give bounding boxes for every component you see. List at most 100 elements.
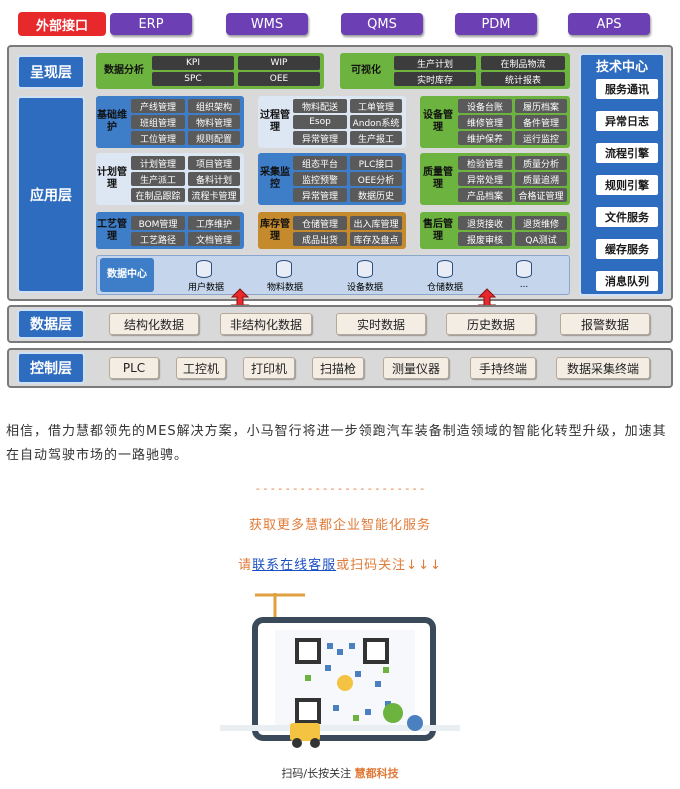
db-more-label: ... <box>519 280 529 290</box>
divider: - - - - - - - - - - - - - - - - - - - - … <box>255 482 425 495</box>
control-ipc: 工控机 <box>176 357 226 379</box>
chip-repair-mgmt: 维修管理 <box>458 115 512 129</box>
data-history: 历史数据 <box>446 313 536 335</box>
presentation-layer-label: 呈现层 <box>17 55 85 89</box>
chip-spare-parts: 备件管理 <box>515 115 567 129</box>
chip-plc-interface: PLC接口 <box>350 156 402 170</box>
chip-org: 组织架构 <box>188 99 240 113</box>
chip-flow-card: 流程卡管理 <box>188 188 240 202</box>
chip-return-repair: 退货维修 <box>515 216 567 230</box>
quality-mgmt-title: 质量管理 <box>423 167 453 190</box>
collect-monitor-title: 采集监控 <box>260 167 290 190</box>
qr-caption: 扫码/长按关注 慧都科技 <box>0 765 680 781</box>
chip-process-maint: 工序维护 <box>188 216 240 230</box>
data-center-title-box <box>100 258 154 292</box>
external-system-wms: WMS <box>226 13 308 35</box>
chip-scrap-review: 报废审核 <box>458 232 512 246</box>
database-icon <box>196 260 212 278</box>
chip-kpi: KPI <box>152 56 234 70</box>
tech-cache-service: 缓存服务 <box>596 239 658 259</box>
database-icon <box>276 260 292 278</box>
tech-center-title: 技术中心 <box>595 60 648 75</box>
chip-esop: Esop <box>293 115 347 129</box>
cta-prefix: 请 <box>238 558 253 573</box>
data-alarm: 报警数据 <box>560 313 650 335</box>
tech-service-comm: 服务通讯 <box>596 79 658 99</box>
chip-production-report: 生产报工 <box>350 131 402 145</box>
cta-line: 请联系在线客服或扫码关注↓↓↓ <box>0 554 680 573</box>
chip-statistics-report: 统计报表 <box>481 72 565 86</box>
brand-name: 慧都科技 <box>354 767 399 780</box>
visual-title: 可视化 <box>351 65 381 76</box>
cta-text: 获取更多慧都企业智能化服务 <box>248 518 431 533</box>
chip-inspection: 检验管理 <box>458 156 512 170</box>
chip-return-receive: 退货接收 <box>458 216 512 230</box>
database-icon <box>437 260 453 278</box>
application-layer-label: 应用层 <box>17 96 85 293</box>
chip-line-mgmt: 产线管理 <box>131 99 185 113</box>
chip-product-file: 产品档案 <box>458 188 512 202</box>
chip-scada-platform: 组态平台 <box>293 156 347 170</box>
chip-oee: OEE <box>238 72 320 86</box>
control-measure: 测量仪器 <box>383 357 449 379</box>
chip-quality-analysis: 质量分析 <box>515 156 567 170</box>
chip-material-mgmt: 物料管理 <box>188 115 240 129</box>
db-user-label: 用户数据 <box>187 283 224 293</box>
data-structured: 结构化数据 <box>109 313 199 335</box>
chip-dispatch: 生产派工 <box>131 172 185 186</box>
chip-material-plan: 备料计划 <box>188 172 240 186</box>
equipment-mgmt-title: 设备管理 <box>423 110 453 133</box>
db-warehouse-label: 仓储数据 <box>426 283 463 293</box>
external-system-aps: APS <box>568 13 650 35</box>
chip-data-history: 数据历史 <box>350 188 402 202</box>
contact-service-link[interactable]: 联系在线客服 <box>252 558 337 573</box>
craft-mgmt-title: 工艺管理 <box>97 218 127 242</box>
inventory-mgmt-title: 库存管理 <box>260 218 290 242</box>
data-layer-label: 数据层 <box>17 309 85 339</box>
chip-exception-mgmt-2: 异常管理 <box>293 188 347 202</box>
chip-maintenance: 维护保养 <box>458 131 512 145</box>
chip-doc-mgmt: 文档管理 <box>188 232 240 246</box>
control-scanner: 扫描枪 <box>312 357 364 379</box>
chip-production-plan: 生产计划 <box>394 56 476 70</box>
chip-spc: SPC <box>152 72 234 86</box>
chip-work-order: 工单管理 <box>350 99 402 113</box>
control-layer-label: 控制层 <box>17 352 85 384</box>
external-system-qms: QMS <box>341 13 423 35</box>
chip-shipment: 成品出货 <box>293 232 347 246</box>
data-center-title: 数据中心 <box>107 269 147 280</box>
chip-warehouse: 仓储管理 <box>293 216 347 230</box>
chip-history-file: 履历档案 <box>515 99 567 113</box>
plan-mgmt-title: 计划管理 <box>97 167 127 190</box>
control-handheld: 手持终端 <box>470 357 536 379</box>
chip-routing: 工艺路径 <box>131 232 185 246</box>
process-mgmt-title: 过程管理 <box>260 110 290 133</box>
chip-andon: Andon系统 <box>350 115 402 129</box>
chip-material-delivery: 物料配送 <box>293 99 347 113</box>
data-unstructured: 非结构化数据 <box>220 313 312 335</box>
chip-station-mgmt: 工位管理 <box>131 131 185 145</box>
chip-wip-tracking: 在制品跟踪 <box>131 188 185 202</box>
analysis-title: 数据分析 <box>104 65 144 76</box>
chip-exception-mgmt: 异常管理 <box>293 131 347 145</box>
external-system-pdm: PDM <box>455 13 537 35</box>
chip-quality-trace: 质量追溯 <box>515 172 567 186</box>
chip-realtime-inventory: 实时库存 <box>394 72 476 86</box>
chip-wip-logistics: 在制品物流 <box>481 56 565 70</box>
chip-project-mgmt: 项目管理 <box>188 156 240 170</box>
qr-code-illustration <box>220 593 460 748</box>
external-system-erp: ERP <box>110 13 192 35</box>
control-printer: 打印机 <box>243 357 295 379</box>
data-realtime: 实时数据 <box>336 313 426 335</box>
basic-maintenance-title: 基础维护 <box>97 110 127 133</box>
chip-monitor-alert: 监控预警 <box>293 172 347 186</box>
chip-exception-handling: 异常处理 <box>458 172 512 186</box>
control-collector: 数据采集终端 <box>556 357 650 379</box>
cta-suffix: 或扫码关注↓↓↓ <box>336 558 442 573</box>
control-plc: PLC <box>109 357 159 379</box>
chip-run-monitor: 运行监控 <box>515 131 567 145</box>
tech-rule-engine: 规则引擎 <box>596 175 658 195</box>
chip-plan-mgmt: 计划管理 <box>131 156 185 170</box>
tech-flow-engine: 流程引擎 <box>596 143 658 163</box>
aftersale-mgmt-title: 售后管理 <box>423 218 453 242</box>
